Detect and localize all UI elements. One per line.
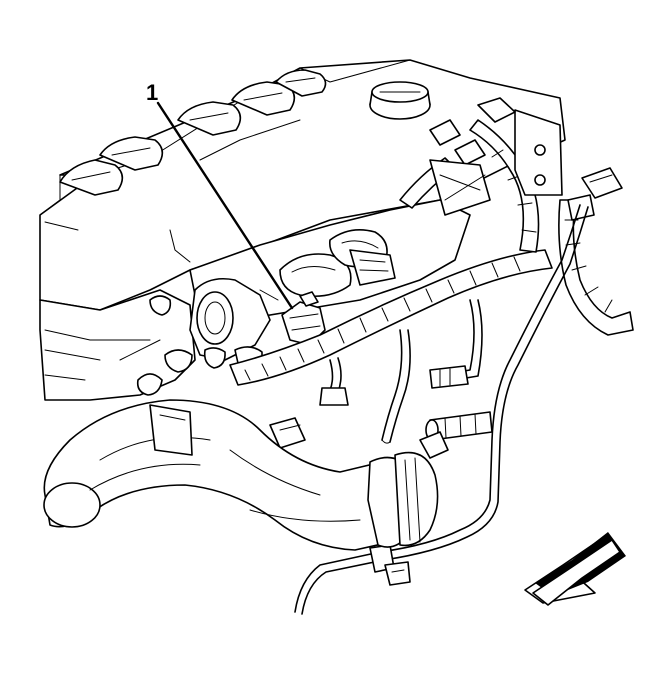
callout-1: 1 (146, 80, 294, 310)
oil-filler-cap (369, 81, 431, 120)
wiring-harness (229, 119, 634, 449)
engine-block-left (39, 289, 196, 401)
front-direction-arrow-icon (524, 532, 626, 606)
mounting-bracket (429, 97, 563, 216)
sensor-component (281, 291, 326, 346)
callout-number: 1 (146, 80, 158, 105)
ignition-coil-row (59, 69, 327, 196)
air-intake-duct (43, 399, 449, 551)
